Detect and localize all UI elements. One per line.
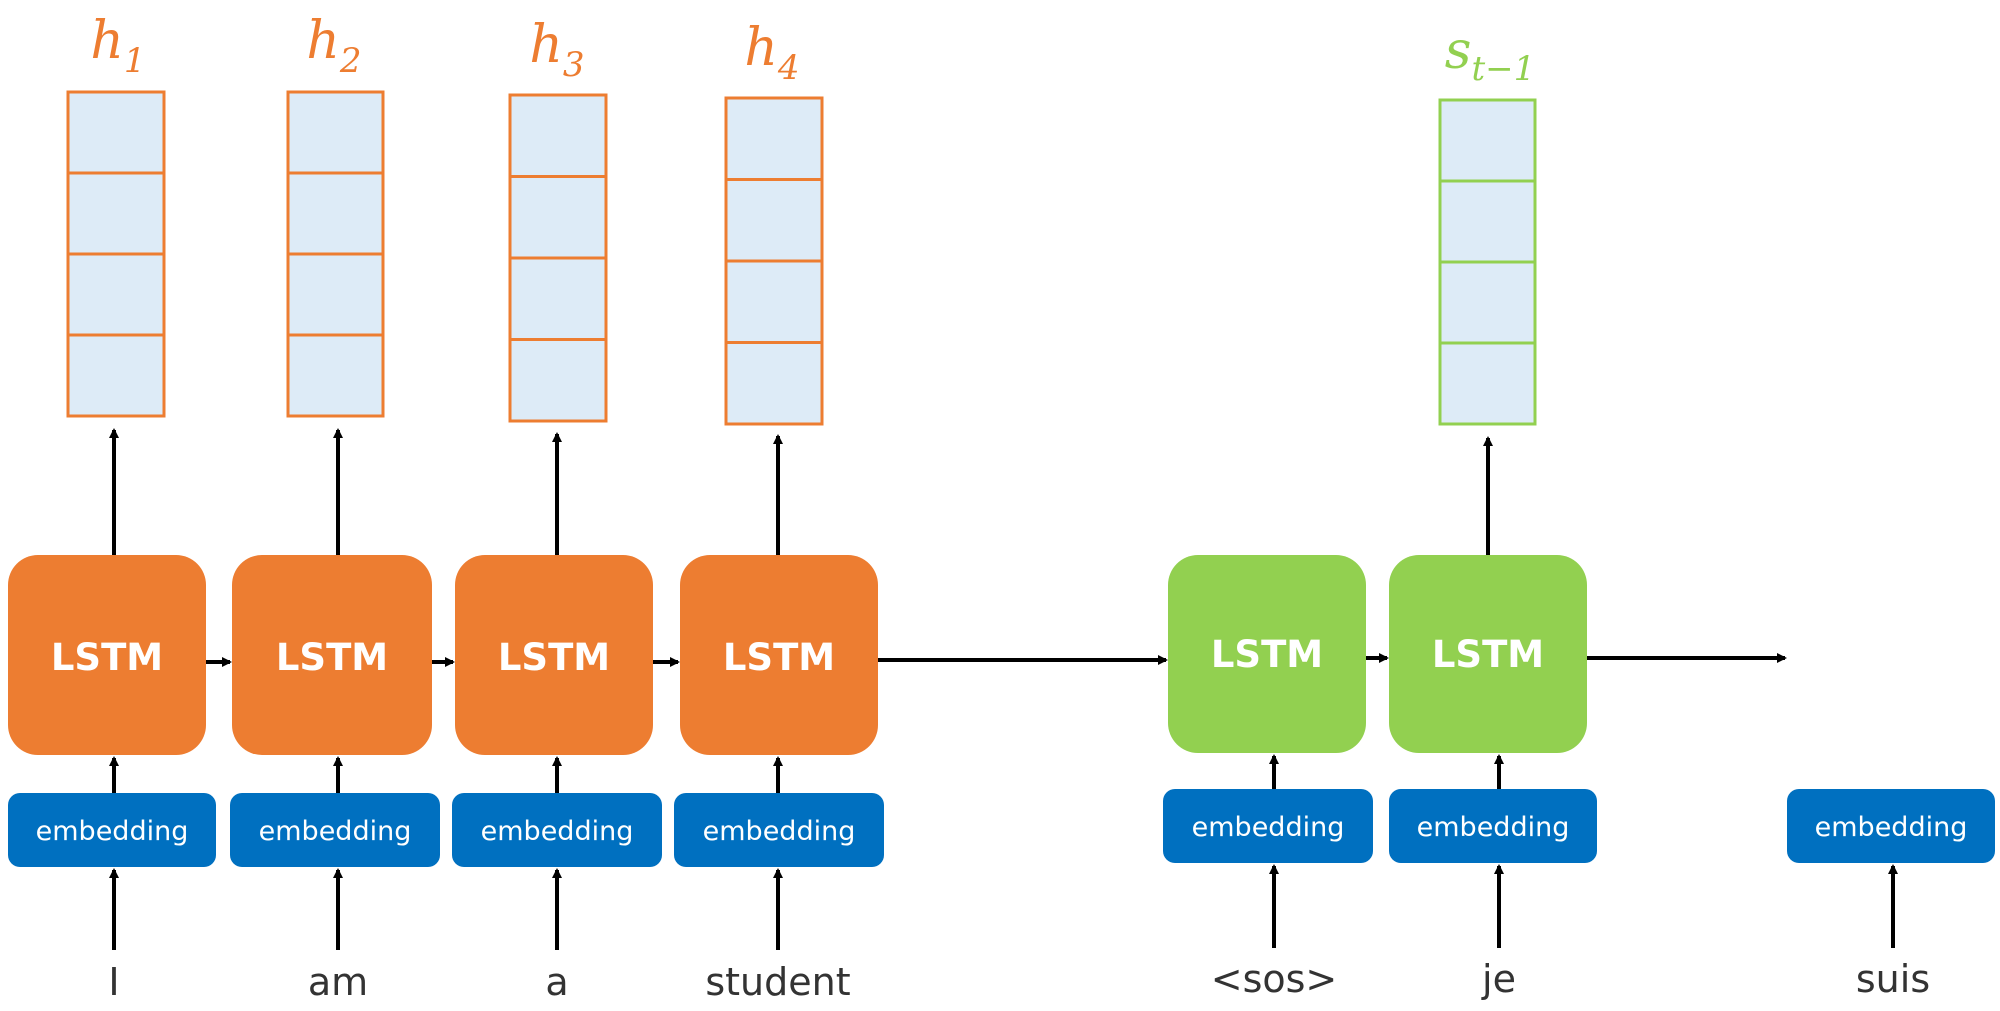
vector-cell <box>66 333 166 418</box>
vector-cell <box>724 96 824 181</box>
encoder-hidden-state-vector-1 <box>66 90 166 418</box>
encoder-embedding-label-4: embedding <box>703 816 856 847</box>
arrows <box>109 428 1898 950</box>
vector-cell <box>1438 341 1537 426</box>
encoder-step-2: LSTM embedding am h2 <box>230 11 440 1004</box>
decoder-lstm-label-2: LSTM <box>1432 633 1544 676</box>
encoder-embedding-2 <box>230 793 440 867</box>
vector-cell <box>286 171 385 256</box>
encoder-hidden-state-vector-2 <box>286 90 385 418</box>
encoder-hidden-state-vector-4 <box>724 96 824 426</box>
decoder-embedding-label-2: embedding <box>1417 812 1570 843</box>
decoder-step-3: embedding suis <box>1787 789 1995 1001</box>
decoder-step-1: LSTM embedding <sos> <box>1163 555 1373 1001</box>
encoder-lstm-cell-1 <box>8 555 206 755</box>
encoder-lstm-label-1: LSTM <box>51 636 163 679</box>
decoder-embedding-3 <box>1787 789 1995 863</box>
decoder-lstm-cell-2 <box>1389 555 1587 753</box>
vector-cell <box>724 341 824 426</box>
vector-cell <box>66 90 166 175</box>
vector-cell <box>508 175 608 260</box>
vector-cell <box>286 333 385 418</box>
encoder-lstm-cell-4 <box>680 555 878 755</box>
encoder: LSTM embedding I h1 LSTM embedding am h2… <box>8 11 884 1004</box>
encoder-hidden-state-label-4: h4 <box>744 18 799 88</box>
decoder-embedding-1 <box>1163 789 1373 863</box>
vector-cell <box>508 93 608 178</box>
encoder-hidden-state-label-2: h2 <box>306 11 361 81</box>
encoder-step-3: LSTM embedding a h3 <box>452 15 662 1004</box>
encoder-hidden-state-vector-3 <box>508 93 608 423</box>
vector-cell <box>724 259 824 344</box>
encoder-embedding-label-2: embedding <box>259 816 412 847</box>
encoder-embedding-label-3: embedding <box>481 816 634 847</box>
decoder-token-2: je <box>1481 957 1516 1001</box>
decoder-embedding-label-1: embedding <box>1192 812 1345 843</box>
encoder-lstm-label-4: LSTM <box>723 636 835 679</box>
encoder-token-3: a <box>545 960 568 1004</box>
encoder-lstm-label-3: LSTM <box>498 636 610 679</box>
decoder-state-label: st−1 <box>1445 21 1535 89</box>
encoder-hidden-state-label-1: h1 <box>90 11 145 81</box>
decoder-state-vector <box>1438 98 1537 426</box>
vector-cell <box>508 338 608 423</box>
decoder-token-1: <sos> <box>1211 957 1338 1001</box>
decoder-lstm-label-1: LSTM <box>1211 633 1323 676</box>
encoder-token-2: am <box>308 960 368 1004</box>
encoder-token-4: student <box>705 960 850 1004</box>
vector-cell <box>286 90 385 175</box>
encoder-hidden-state-label-3: h3 <box>529 15 584 85</box>
encoder-step-4: LSTM embedding student h4 <box>674 18 884 1004</box>
vector-cell <box>508 256 608 341</box>
encoder-lstm-cell-2 <box>232 555 432 755</box>
encoder-embedding-4 <box>674 793 884 867</box>
encoder-embedding-label-1: embedding <box>36 816 189 847</box>
encoder-token-1: I <box>108 960 119 1004</box>
decoder-embedding-label-3: embedding <box>1815 812 1968 843</box>
vector-cell <box>66 252 166 337</box>
decoder-embedding-2 <box>1389 789 1597 863</box>
vector-cell <box>1438 179 1537 264</box>
encoder-lstm-label-2: LSTM <box>276 636 388 679</box>
vector-cell <box>1438 98 1537 183</box>
encoder-step-1: LSTM embedding I h1 <box>8 11 216 1004</box>
encoder-embedding-3 <box>452 793 662 867</box>
vector-cell <box>724 178 824 263</box>
vector-cell <box>66 171 166 256</box>
vector-cell <box>1438 260 1537 345</box>
decoder-token-3: suis <box>1856 957 1930 1001</box>
decoder: LSTM embedding <sos> LSTM embedding je s… <box>1163 21 1995 1001</box>
encoder-embedding-1 <box>8 793 216 867</box>
decoder-step-2: LSTM embedding je st−1 <box>1389 21 1597 1001</box>
vector-cell <box>286 252 385 337</box>
encoder-lstm-cell-3 <box>455 555 653 755</box>
decoder-lstm-cell-1 <box>1168 555 1366 753</box>
